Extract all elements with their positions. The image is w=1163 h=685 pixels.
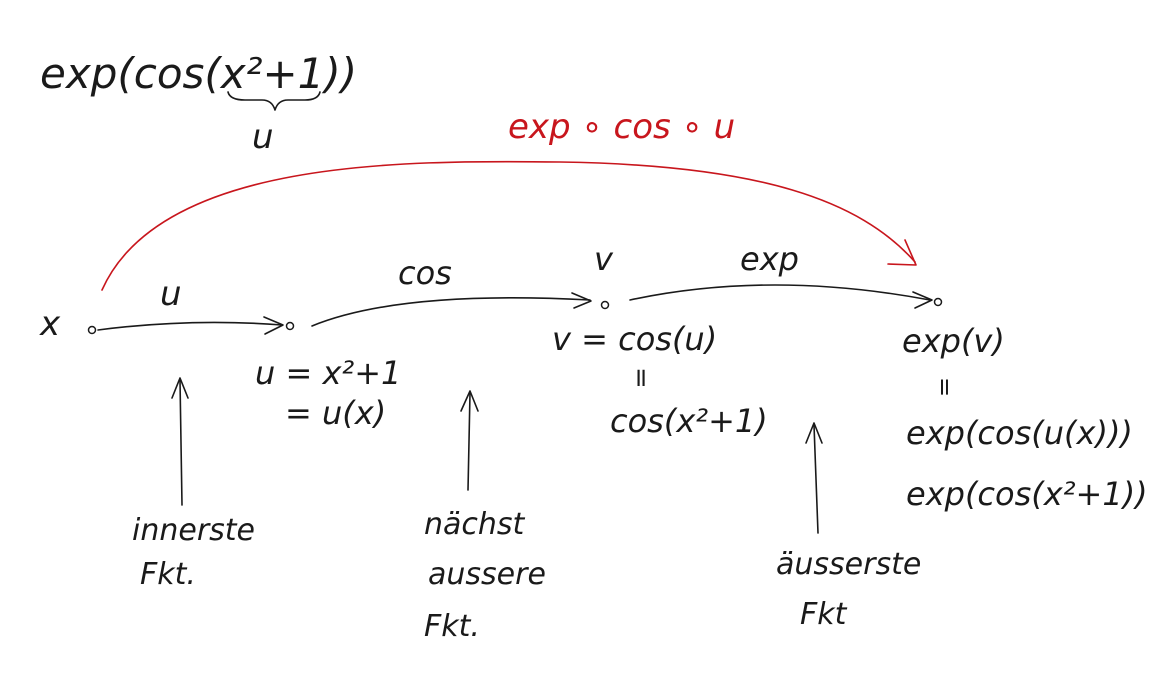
annotation-inner-arrowhead: [171, 377, 189, 399]
underbrace: [227, 91, 321, 111]
annotation-outer-arrowhead: [805, 422, 823, 444]
composition-label: exp ∘ cos ∘ u: [508, 107, 735, 147]
node-x-dot: [87, 325, 97, 335]
node-exp-line1: exp(v): [902, 322, 1005, 360]
node-v-top-label: v: [594, 240, 614, 278]
edge-x-to-u: [97, 321, 283, 331]
annotation-outer-line2: Fkt: [800, 597, 848, 632]
node-u-line1: u = x²+1: [255, 354, 401, 392]
node-x-label: x: [39, 304, 61, 344]
node-v-line1: v = cos(u): [552, 320, 717, 358]
edge-v-to-exp-arrowhead: [912, 291, 933, 309]
annotation-middle-line1: nächst: [424, 507, 526, 542]
edge-x-to-u-arrowhead: [263, 316, 284, 335]
node-exp-line2: exp(cos(u(x))): [906, 414, 1133, 452]
node-exp-line3: exp(cos(x²+1)): [906, 475, 1148, 513]
brace-label: u: [252, 117, 274, 157]
annotation-middle-arrowhead: [460, 390, 479, 412]
annotation-inner-arrow: [179, 379, 183, 506]
node-u-dot: [285, 321, 295, 331]
annotation-inner-line2: Fkt.: [140, 557, 196, 592]
edge-v-to-exp: [629, 284, 931, 301]
node-v-equals: =: [626, 367, 656, 389]
annotation-middle-line2: aussere: [428, 557, 546, 592]
composition-arc: [101, 160, 916, 291]
node-exp-dot: [933, 297, 943, 307]
annotation-inner-line1: innerste: [132, 513, 255, 548]
annotation-middle-line3: Fkt.: [424, 609, 480, 644]
node-exp-equals: =: [931, 377, 959, 397]
annotation-middle-arrow: [467, 392, 471, 491]
edge-v-to-exp-label: exp: [740, 240, 799, 278]
node-u-line2: = u(x): [285, 394, 386, 432]
edge-x-to-u-label: u: [160, 274, 182, 314]
edge-u-to-v-label: cos: [398, 254, 452, 292]
edge-u-to-v: [311, 297, 591, 327]
top-formula: exp(cos(x²+1)): [40, 49, 357, 98]
annotation-outer-line1: äusserste: [776, 547, 921, 582]
node-v-line2: cos(x²+1): [610, 402, 768, 440]
node-v-dot: [600, 300, 610, 310]
composition-arrowhead: [887, 239, 917, 266]
edge-u-to-v-arrowhead: [571, 292, 592, 309]
annotation-outer-arrow: [813, 424, 819, 534]
